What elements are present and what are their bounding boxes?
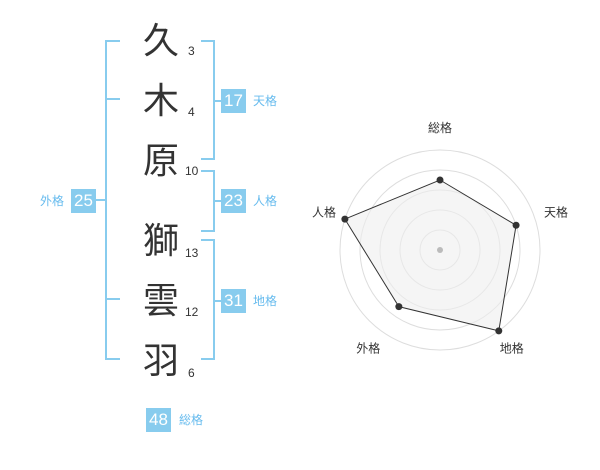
- jinkaku-label: 人格: [253, 194, 278, 208]
- radar-point-4: [395, 303, 403, 311]
- name-char-2: 木: [143, 81, 180, 122]
- chikaku-badge: 31: [221, 289, 246, 313]
- radar-point-1: [436, 176, 444, 184]
- radar-axis-label-2: 天格: [544, 204, 568, 219]
- radar-point-5: [341, 215, 349, 223]
- radar-grid-ring: [359, 169, 521, 331]
- gaikaku-badge: 25: [71, 189, 96, 213]
- radar-data-polygon: [344, 179, 517, 332]
- soukaku-label: 総格: [179, 413, 204, 427]
- tenkaku-label: 天格: [253, 94, 278, 108]
- chikaku-label: 地格: [253, 294, 278, 308]
- name-char-4: 獅: [143, 221, 180, 262]
- name-char-5: 雲: [143, 281, 180, 322]
- name-char-1: 久: [143, 21, 180, 62]
- stroke-count-3: 10: [185, 164, 199, 178]
- radar-grid-ring: [339, 149, 541, 351]
- radar-axis-label-3: 地格: [500, 341, 524, 356]
- chikaku-bracket: [201, 239, 215, 360]
- radar-axis-label-1: 総格: [428, 120, 452, 135]
- stroke-count-4: 13: [185, 246, 199, 260]
- stroke-count-2: 4: [188, 105, 195, 119]
- tenkaku-badge: 17: [221, 89, 246, 113]
- radar-point-3: [495, 327, 503, 335]
- radar-axis-label-4: 外格: [356, 341, 380, 356]
- radar-point-2: [512, 221, 520, 229]
- radar-axis-label-5: 人格: [312, 204, 336, 219]
- jinkaku-badge: 23: [221, 189, 246, 213]
- radar-center: [437, 247, 443, 253]
- soukaku-badge: 48: [146, 408, 171, 432]
- name-char-6: 羽: [143, 341, 180, 382]
- gaikaku-label: 外格: [40, 194, 65, 208]
- stroke-count-6: 6: [188, 366, 195, 380]
- stroke-count-1: 3: [188, 44, 195, 58]
- name-char-3: 原: [143, 141, 180, 182]
- stroke-count-5: 12: [185, 305, 199, 319]
